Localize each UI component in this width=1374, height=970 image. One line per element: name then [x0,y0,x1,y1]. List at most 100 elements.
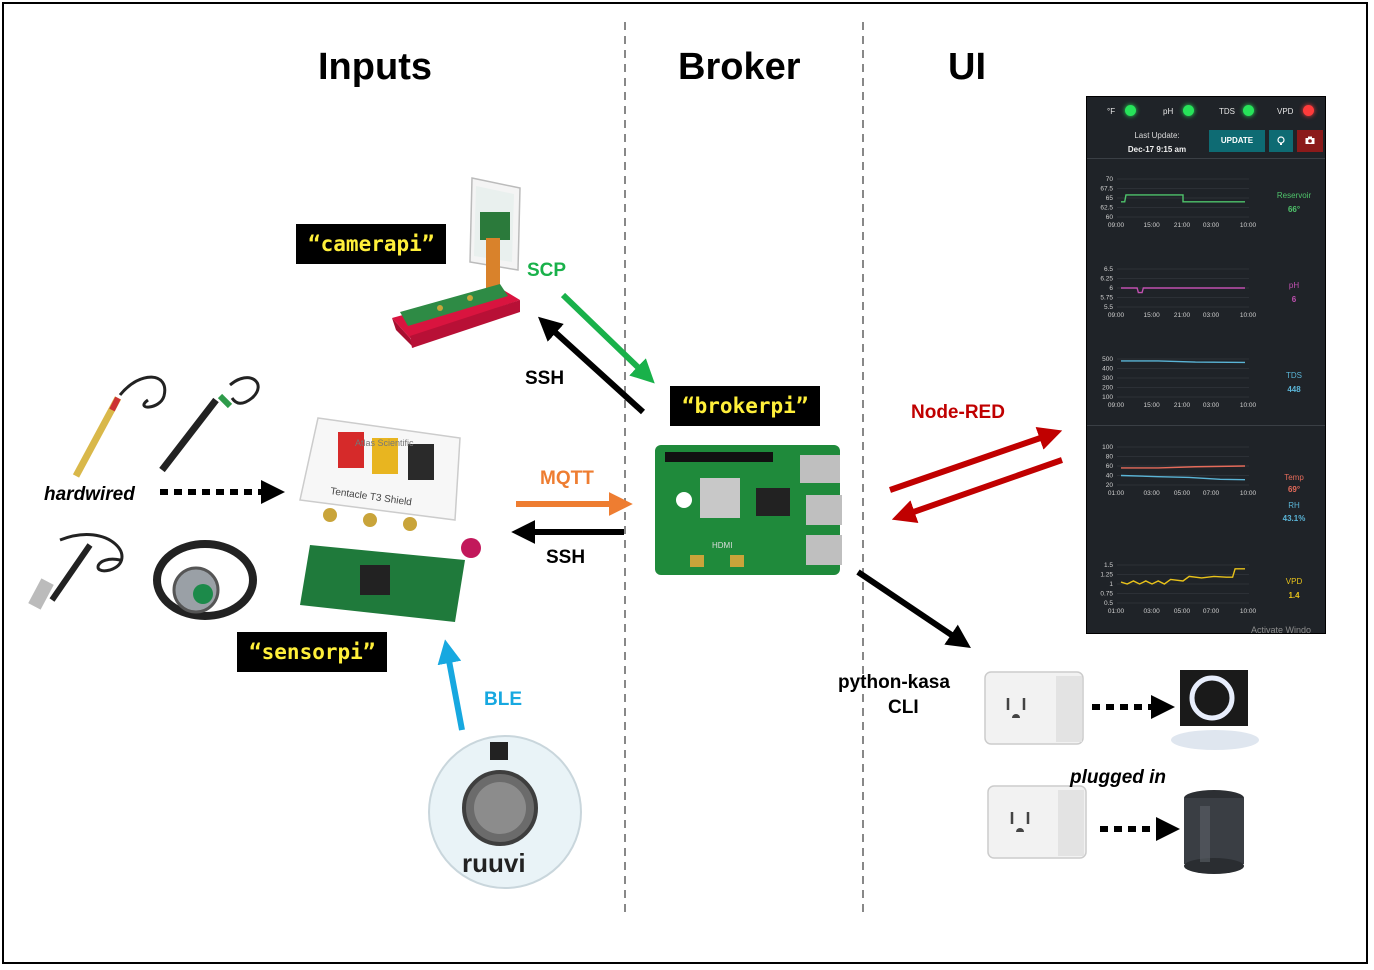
y-tick-label: 60 [1106,214,1114,221]
series-line [1121,194,1245,203]
broker-pi-image: HDMI [655,445,842,575]
y-tick-label: 1.5 [1104,562,1113,569]
inputs-title: Inputs [318,46,432,88]
x-tick-label: 10:00 [1240,608,1257,615]
ruuvi-logo-text: ruuvi [462,848,526,878]
series-line [1121,360,1246,364]
y-tick-label: 60 [1106,463,1114,470]
y-tick-label: 0.5 [1104,600,1113,607]
ble-arrow [437,639,465,731]
camerapi-tag: “camerapi” [296,224,447,264]
x-tick-label: 21:00 [1174,222,1191,229]
x-tick-label: 07:00 [1203,490,1220,497]
scp-arrow [560,292,655,384]
x-tick-label: 21:00 [1174,402,1191,409]
series-name: Temp [1284,473,1304,482]
series-value: 66° [1287,205,1301,214]
series-line [1121,287,1245,294]
node-red-label: Node-RED [911,402,1005,423]
series-name: Reservoir [1276,191,1312,200]
x-tick-label: 03:00 [1203,402,1220,409]
series-line [1121,465,1246,469]
x-tick-label: 03:00 [1203,312,1220,319]
mqtt-label: MQTT [540,468,594,489]
probes-image [28,375,260,620]
x-tick-label: 15:00 [1143,312,1160,319]
y-tick-label: 40 [1106,473,1114,480]
y-tick-label: 5.75 [1100,295,1113,302]
led-strip-image [1171,670,1259,750]
pi-hdmi-text: HDMI [712,541,732,550]
ssh-sensor-label: SSH [546,547,586,568]
series-value: 43.1% [1282,514,1306,523]
y-tick-label: 5.5 [1104,304,1113,311]
lightbulb-button[interactable] [1269,130,1293,152]
series-line [1120,474,1246,481]
series-value: 6 [1291,295,1297,304]
ssh-camera-label: SSH [525,368,565,389]
x-tick-label: 05:00 [1174,490,1191,497]
last-update-value: Dec-17 9:15 am [1127,145,1187,154]
header-separator [1087,158,1325,159]
camera-pi-image [392,177,521,348]
status-led [1303,105,1314,116]
series-value: 448 [1287,385,1301,394]
x-tick-label: 21:00 [1174,312,1191,319]
indicator-label: VPD [1277,107,1294,116]
y-tick-label: 300 [1102,375,1113,382]
sensor-pi-image: Atlas Scientific Tentacle T3 Shield [299,417,481,622]
x-tick-label: 10:00 [1240,402,1257,409]
status-led [1125,105,1136,116]
sensorpi-tag: “sensorpi” [237,632,388,672]
camera-button[interactable] [1297,130,1323,152]
series-name: VPD [1285,577,1303,586]
y-tick-label: 20 [1106,482,1114,489]
python-kasa-label: python-kasa [838,672,950,693]
y-tick-label: 65 [1106,195,1114,202]
hardwired-label: hardwired [44,484,135,505]
node-red-arrow-out [889,426,1063,493]
y-tick-label: 400 [1102,366,1113,373]
kasa-arrow [856,569,971,649]
y-tick-label: 67.5 [1100,186,1113,193]
ssh-camera-arrow [538,316,646,415]
y-tick-label: 80 [1106,454,1114,461]
x-tick-label: 05:00 [1174,608,1191,615]
y-tick-label: 1.25 [1100,572,1113,579]
smart-plug-2-image [987,785,1087,859]
indicator-label: TDS [1219,107,1235,116]
x-tick-label: 03:00 [1143,608,1160,615]
broker-title: Broker [678,46,801,88]
y-tick-label: 6.5 [1104,266,1113,273]
dashboard-screenshot: °F pH TDS VPD Last Update: Dec-17 9:15 am U… [1086,96,1326,635]
series-name: TDS [1286,371,1302,380]
last-update-label: Last Update: [1134,131,1180,140]
x-tick-label: 10:00 [1240,312,1257,319]
series-value: 1.4 [1288,591,1300,600]
status-led [1243,105,1254,116]
ruuvi-tag-image: ruuvi [428,735,582,889]
x-tick-label: 01:00 [1108,490,1125,497]
series-name: RH [1288,501,1300,510]
brokerpi-tag: “brokerpi” [670,386,821,426]
smart-plug-1-image [984,671,1084,745]
x-tick-label: 09:00 [1108,312,1125,319]
x-tick-label: 15:00 [1143,222,1160,229]
series-name: pH [1288,281,1300,290]
camera-icon [1305,136,1315,144]
x-tick-label: 01:00 [1108,608,1125,615]
scp-label: SCP [527,260,567,281]
x-tick-label: 09:00 [1108,402,1125,409]
y-tick-label: 500 [1102,356,1113,363]
cli-label: CLI [888,697,919,718]
series-line [1120,568,1245,585]
update-button[interactable]: UPDATE [1209,130,1265,152]
node-red-arrow-in [891,457,1063,523]
indicator-label: °F [1107,107,1116,116]
